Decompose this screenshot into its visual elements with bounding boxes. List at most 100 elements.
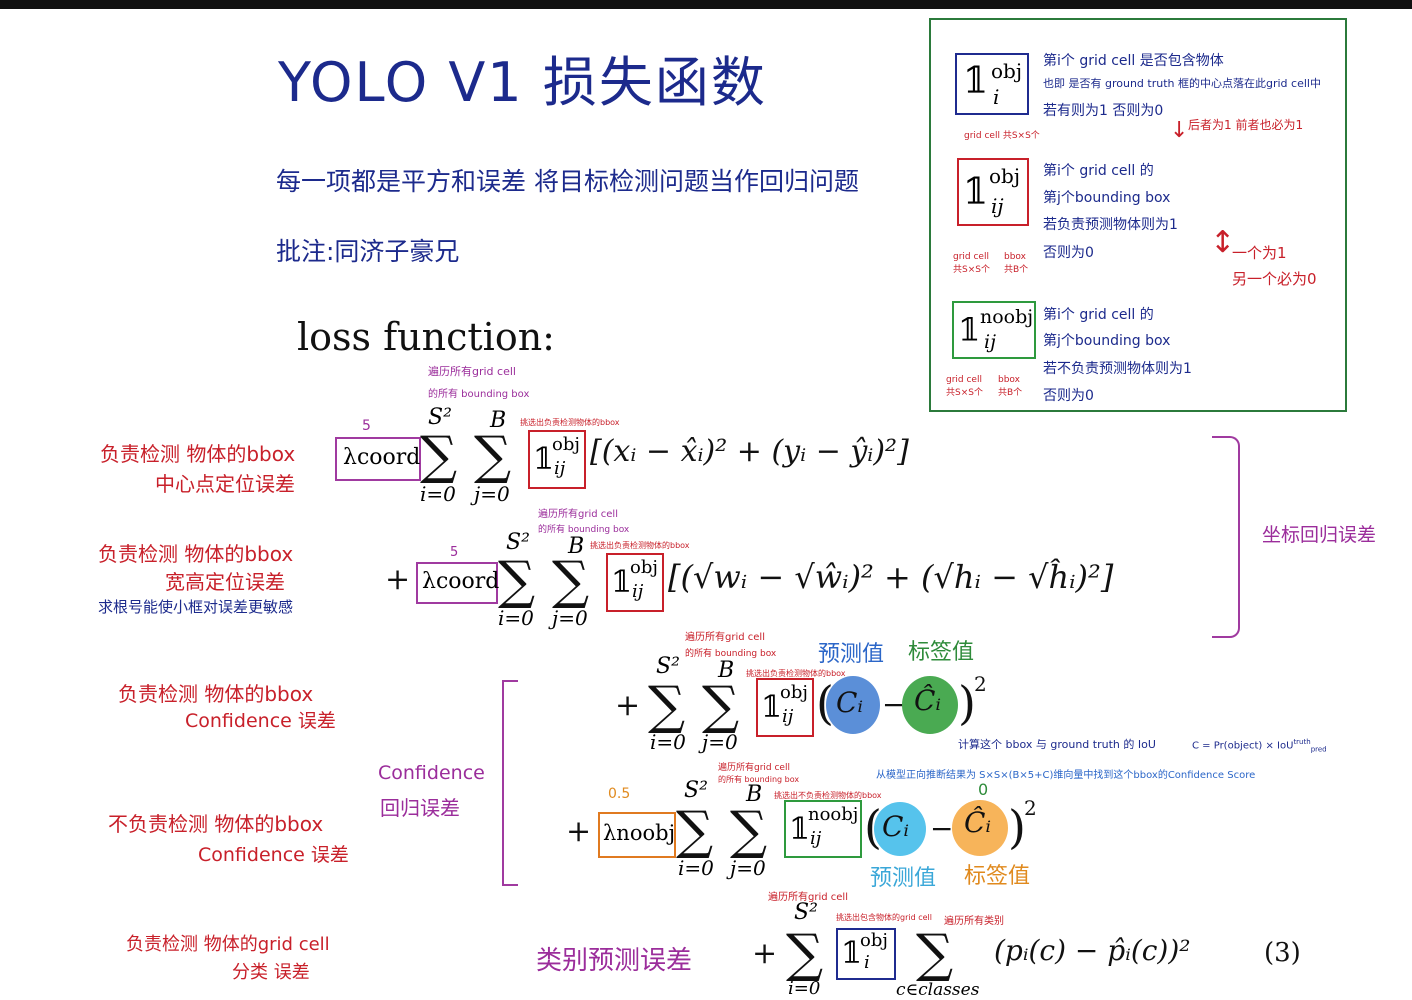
row4-c-true: Ĉᵢ	[964, 806, 992, 839]
row4-sum1-top: S²	[684, 778, 708, 803]
row5-label-line2: 分类 误差	[232, 962, 310, 983]
subtitle-line1: 每一项都是平方和误差 将目标检测问题当作回归问题	[276, 167, 859, 196]
row4-sum2-bottom: j=0	[730, 856, 766, 880]
row1-expression: [(xᵢ − x̂ᵢ)² + (yᵢ − ŷᵢ)²]	[590, 434, 909, 469]
row1-indicator-box: 𝟙 obj ij	[528, 430, 586, 489]
row3-note-top1: 遍历所有grid cell	[685, 632, 765, 643]
row4-label-line2: Confidence 误差	[198, 844, 349, 866]
row3-note-iou: 计算这个 bbox 与 ground truth 的 IoU	[958, 738, 1156, 751]
top-bar	[0, 0, 1412, 9]
legend-item1-desc1: 第i个 grid cell 是否包含物体	[1043, 53, 1224, 69]
row5-note-indicator: 挑选出包含物体的grid cell	[836, 913, 932, 922]
row5-sum1-bottom: i=0	[788, 978, 821, 999]
conf-group-label1: Confidence	[378, 762, 485, 784]
row1-sum-b: ∑	[474, 426, 512, 486]
row1-sum1-bottom: i=0	[420, 482, 456, 506]
row4-note-indicator: 挑选出不负责检测物体的bbox	[774, 791, 882, 800]
row2-sum2-bottom: j=0	[552, 606, 588, 630]
row3-true-circle	[902, 676, 958, 734]
row3-sum1-bottom: i=0	[650, 730, 686, 754]
row3-pred-circle	[826, 676, 880, 734]
legend-indicator-obj-i: 𝟙 obj i	[955, 53, 1029, 115]
row4-minus: −	[930, 812, 954, 845]
row3-sum2-top: B	[718, 658, 735, 683]
coord-group-bracket	[1212, 436, 1240, 638]
row3-label-line2: Confidence 误差	[185, 710, 336, 732]
row4-indicator-box: 𝟙 noobj ij	[784, 800, 862, 858]
row3-indicator-box: 𝟙 obj ij	[756, 678, 814, 737]
row5-indicator-box: 𝟙 obj i	[836, 928, 896, 980]
row1-lambda-box: λcoord	[335, 437, 421, 481]
row1-note-top2: 的所有 bounding box	[428, 389, 530, 400]
double-arrow-icon: ↕	[1210, 225, 1236, 260]
row3-label-line1: 负责检测 物体的bbox	[118, 682, 314, 706]
page-title: YOLO V1 损失函数	[278, 51, 767, 114]
legend-item2-desc4: 否则为0	[1043, 245, 1094, 261]
coord-group-label: 坐标回归误差	[1262, 524, 1377, 546]
row1-sum1-top: S²	[428, 405, 452, 430]
row3-sum2-bottom: j=0	[702, 730, 738, 754]
legend-side-note2: 另一个必为0	[1232, 270, 1317, 288]
row2-sum-s: ∑	[498, 551, 536, 611]
loss-heading: loss function:	[297, 315, 555, 359]
row1-sum2-top: B	[490, 408, 507, 433]
row2-sum1-top: S²	[506, 530, 530, 555]
row2-note-top2: 的所有 bounding box	[538, 525, 630, 535]
row4-note-top2: 的所有 bounding box	[718, 775, 800, 784]
row2-sum2-top: B	[568, 534, 585, 559]
row2-label-line1: 负责检测 物体的bbox	[98, 542, 294, 566]
legend-indicator-obj-ij: 𝟙 obj ij	[957, 158, 1029, 226]
legend-item1-desc2: 也即 是否有 ground truth 框的中心点落在此grid cell中	[1043, 77, 1321, 90]
row1-sum-s: ∑	[420, 426, 458, 486]
row2-lambda-value: 5	[450, 545, 459, 560]
row4-square: 2	[1024, 796, 1037, 820]
conf-group-bracket	[502, 680, 518, 886]
row1-label-line1: 负责检测 物体的bbox	[100, 442, 296, 466]
row3-note-indicator: 挑选出负责检测物体的bbox	[746, 669, 846, 678]
row4-lambda-box: λnoobj	[598, 812, 676, 858]
row4-plus: +	[566, 814, 592, 849]
row4-note-top1: 遍历所有grid cell	[718, 763, 790, 773]
legend-item2-note-b: bbox 共B个	[1004, 252, 1029, 275]
row5-label-line1: 负责检测 物体的grid cell	[126, 934, 330, 955]
legend-item1-note: grid cell 共S×S个	[964, 131, 1040, 141]
row3-minus: −	[882, 688, 906, 721]
row2-lambda-box: λcoord	[416, 562, 500, 604]
legend-between-note: 后者为1 前者也必为1	[1188, 118, 1304, 132]
row4-pred-label: 预测值	[870, 866, 937, 891]
row4-true-circle	[952, 800, 1008, 856]
row3-sum-s: ∑	[648, 676, 686, 736]
row4-lambda-value: 0.5	[608, 786, 631, 802]
row4-c-pred: Cᵢ	[882, 810, 910, 843]
row1-sum2-bottom: j=0	[474, 482, 510, 506]
legend-item2-note-a: grid cell 共S×S个	[953, 252, 990, 275]
legend-item3-note-b: bbox 共B个	[998, 375, 1023, 398]
row4-true-label: 标签值	[964, 864, 1031, 889]
row2-sum-b: ∑	[552, 551, 590, 611]
row4-sum2-top: B	[746, 782, 763, 807]
legend-item1-desc3: 若有则为1 否则为0	[1043, 103, 1164, 119]
row5-note-sum1: 遍历所有grid cell	[768, 892, 848, 903]
row5-sum-s: ∑	[786, 924, 824, 984]
conf-group-label2: 回归误差	[380, 796, 460, 820]
row4-label-line1: 不负责检测 物体的bbox	[108, 812, 324, 836]
row3-true-label: 标签值	[908, 640, 975, 665]
row2-note-indicator: 挑选出负责检测物体的bbox	[590, 541, 690, 550]
row2-plus: +	[385, 562, 411, 597]
row2-note-top1: 遍历所有grid cell	[538, 509, 618, 520]
row3-square: 2	[974, 672, 987, 696]
row2-sum1-bottom: i=0	[498, 606, 534, 630]
legend-item3-desc3: 若不负责预测物体则为1	[1043, 361, 1192, 377]
row4-lambda: λnoobj	[603, 821, 676, 845]
legend-item3-desc2: 第j个bounding box	[1043, 333, 1171, 349]
row3-c-pred: Cᵢ	[836, 686, 864, 719]
row3-note-formula: C = Pr(object) × IoUtruthpred	[1192, 738, 1327, 754]
row5-plus: +	[752, 936, 778, 971]
legend-panel	[929, 18, 1347, 412]
row4-zero-label: 0	[978, 780, 989, 799]
row2-lambda: λcoord	[422, 569, 500, 594]
subtitle-line2: 批注:同济子豪兄	[276, 237, 460, 266]
legend-side-note1: 一个为1	[1232, 244, 1287, 262]
row3-close-paren: )	[958, 676, 976, 730]
row3-sum1-top: S²	[656, 654, 680, 679]
